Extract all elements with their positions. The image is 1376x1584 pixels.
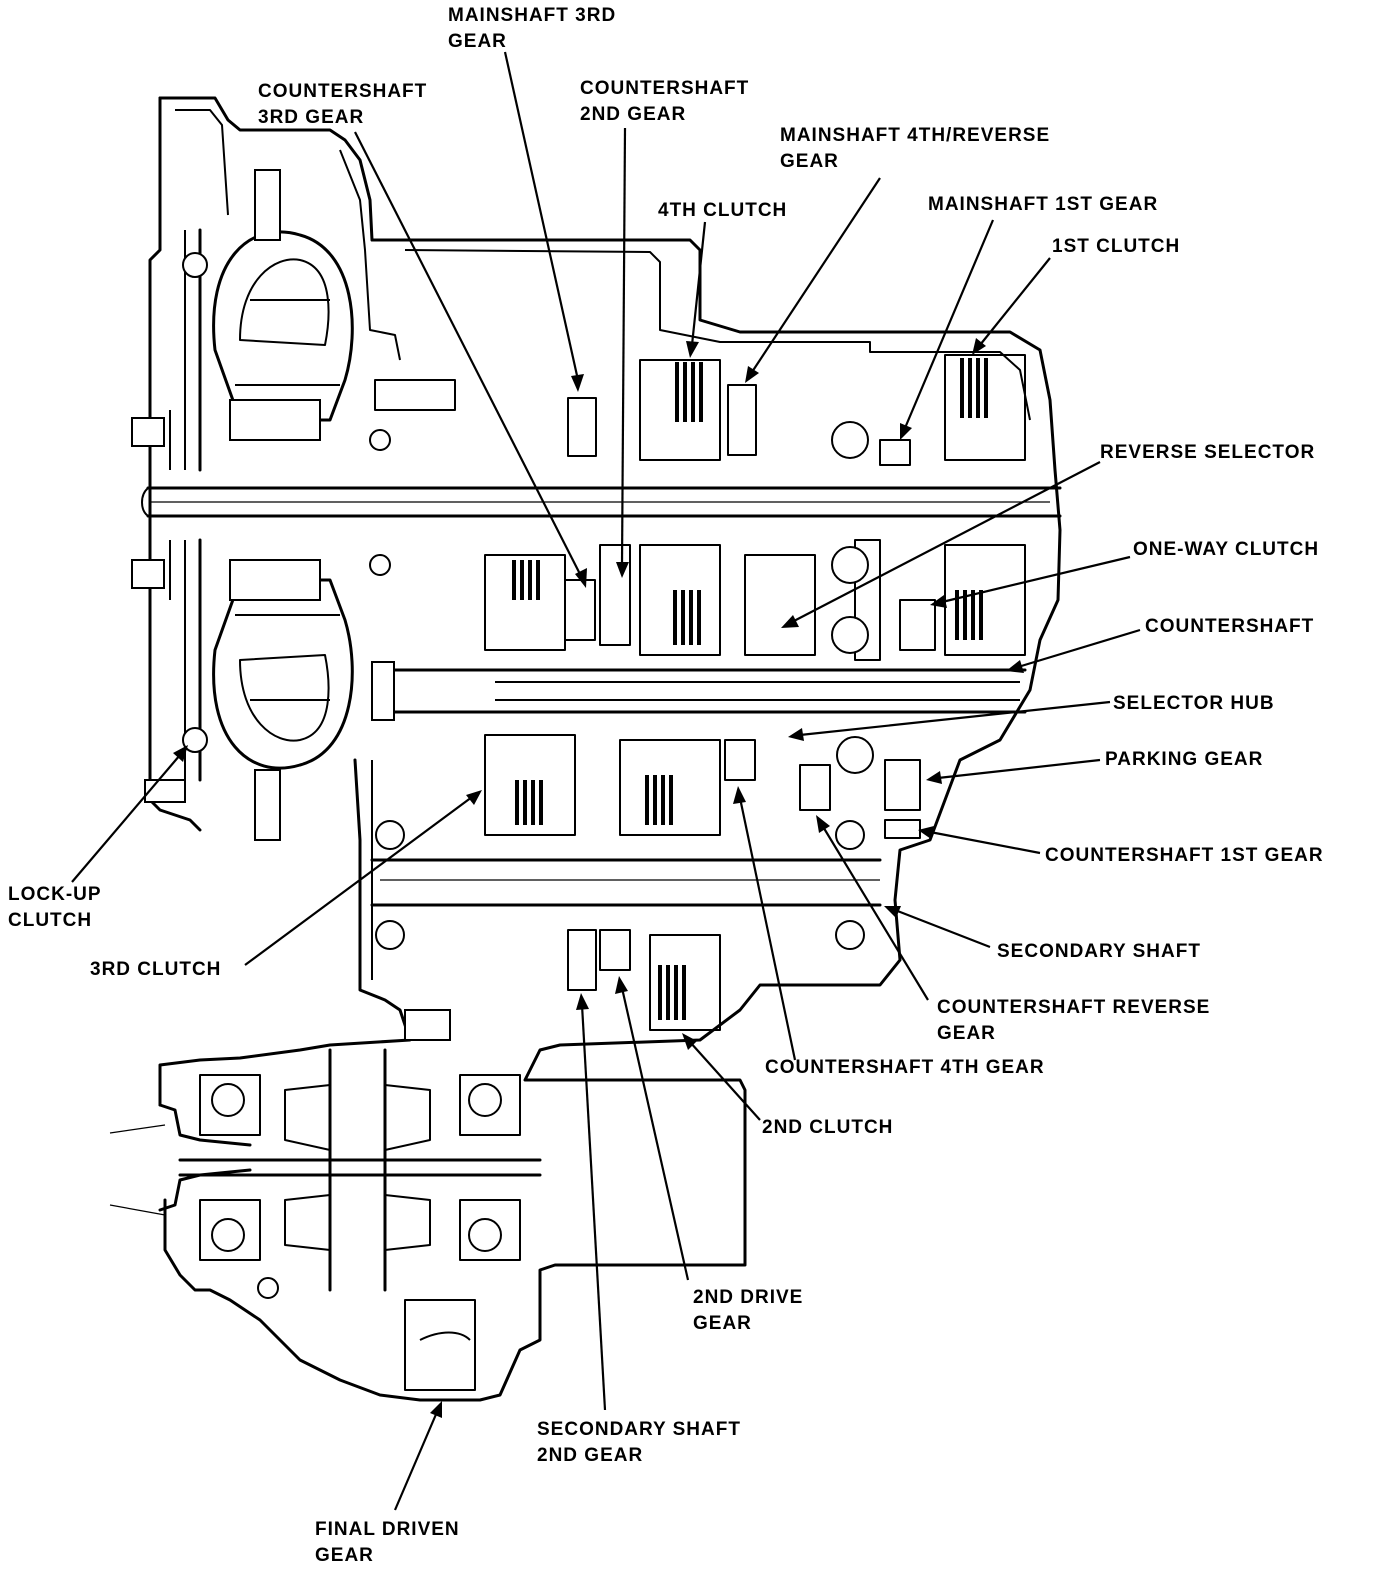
leader-mainshaft-1st-gear	[900, 219, 995, 440]
leader-2nd-clutch	[682, 1033, 761, 1121]
label-secondary-shaft-2nd-gear: SECONDARY SHAFT 2ND GEAR	[537, 1419, 747, 1466]
label-countershaft: COUNTERSHAFT	[1145, 616, 1314, 637]
leader-1st-clutch	[972, 257, 1051, 355]
leader-secondary-shaft-2nd-gear	[576, 993, 607, 1411]
leader-countershaft-4th-gear	[733, 786, 797, 1061]
leader-one-way-clutch	[930, 555, 1131, 608]
label-selector-hub: SELECTOR HUB	[1113, 693, 1275, 714]
leader-countershaft-3rd-gear	[354, 131, 587, 588]
leader-countershaft	[1006, 628, 1141, 673]
label-lock-up-clutch: LOCK-UP CLUTCH	[8, 884, 108, 931]
label-mainshaft-4th-reverse-gear: MAINSHAFT 4TH/REVERSE GEAR	[780, 125, 1056, 172]
label-countershaft-2nd-gear: COUNTERSHAFT 2ND GEAR	[580, 78, 756, 125]
label-one-way-clutch: ONE-WAY CLUTCH	[1133, 539, 1319, 560]
differential	[109, 1048, 542, 1391]
label-mainshaft-3rd-gear: MAINSHAFT 3RD GEAR	[448, 5, 622, 52]
leader-lines	[71, 51, 1141, 1511]
label-parking-gear: PARKING GEAR	[1105, 749, 1263, 770]
gears	[374, 379, 936, 991]
leader-lock-up-clutch	[71, 745, 188, 883]
leader-mainshaft-3rd-gear	[503, 51, 584, 392]
leader-secondary-shaft	[884, 906, 991, 949]
leader-countershaft-reverse-gear	[816, 815, 929, 1001]
label-countershaft-1st-gear: COUNTERSHAFT 1ST GEAR	[1045, 845, 1324, 866]
label-1st-clutch: 1ST CLUTCH	[1052, 236, 1180, 257]
label-countershaft-reverse-gear: COUNTERSHAFT REVERSE GEAR	[937, 997, 1217, 1044]
label-4th-clutch: 4TH CLUTCH	[658, 200, 787, 221]
transmission-housing	[148, 96, 1062, 1402]
leader-countershaft-1st-gear	[918, 826, 1041, 855]
leader-4th-clutch	[686, 221, 707, 358]
leader-countershaft-2nd-gear	[616, 127, 629, 578]
leader-parking-gear	[926, 758, 1101, 784]
label-secondary-shaft: SECONDARY SHAFT	[997, 941, 1201, 962]
leader-mainshaft-4th-reverse-gear	[745, 177, 881, 383]
leader-final-driven-gear	[393, 1401, 442, 1511]
label-3rd-clutch: 3RD CLUTCH	[90, 959, 221, 980]
leader-2nd-drive-gear	[615, 976, 690, 1281]
leader-selector-hub	[788, 700, 1111, 741]
countershaft-shaft	[371, 661, 1027, 721]
label-final-driven-gear: FINAL DRIVEN GEAR	[315, 1519, 466, 1566]
secondary-shaft-body	[370, 858, 882, 907]
label-mainshaft-1st-gear: MAINSHAFT 1ST GEAR	[928, 194, 1158, 215]
label-countershaft-3rd-gear: COUNTERSHAFT 3RD GEAR	[258, 81, 434, 128]
leader-3rd-clutch	[244, 790, 482, 966]
label-countershaft-4th-gear: COUNTERSHAFT 4TH GEAR	[765, 1057, 1045, 1078]
leader-reverse-selector	[781, 461, 1101, 628]
label-reverse-selector: REVERSE SELECTOR	[1100, 442, 1315, 463]
bearings	[211, 421, 874, 1299]
label-2nd-drive-gear: 2ND DRIVE GEAR	[693, 1287, 810, 1334]
callout-labels: MAINSHAFT 3RD GEAR COUNTERSHAFT 3RD GEAR…	[8, 5, 1324, 1566]
torque-converter	[131, 169, 354, 841]
label-2nd-clutch: 2ND CLUTCH	[762, 1117, 893, 1138]
fourth-clutch-discs	[675, 362, 703, 422]
mainshaft	[141, 486, 1062, 518]
